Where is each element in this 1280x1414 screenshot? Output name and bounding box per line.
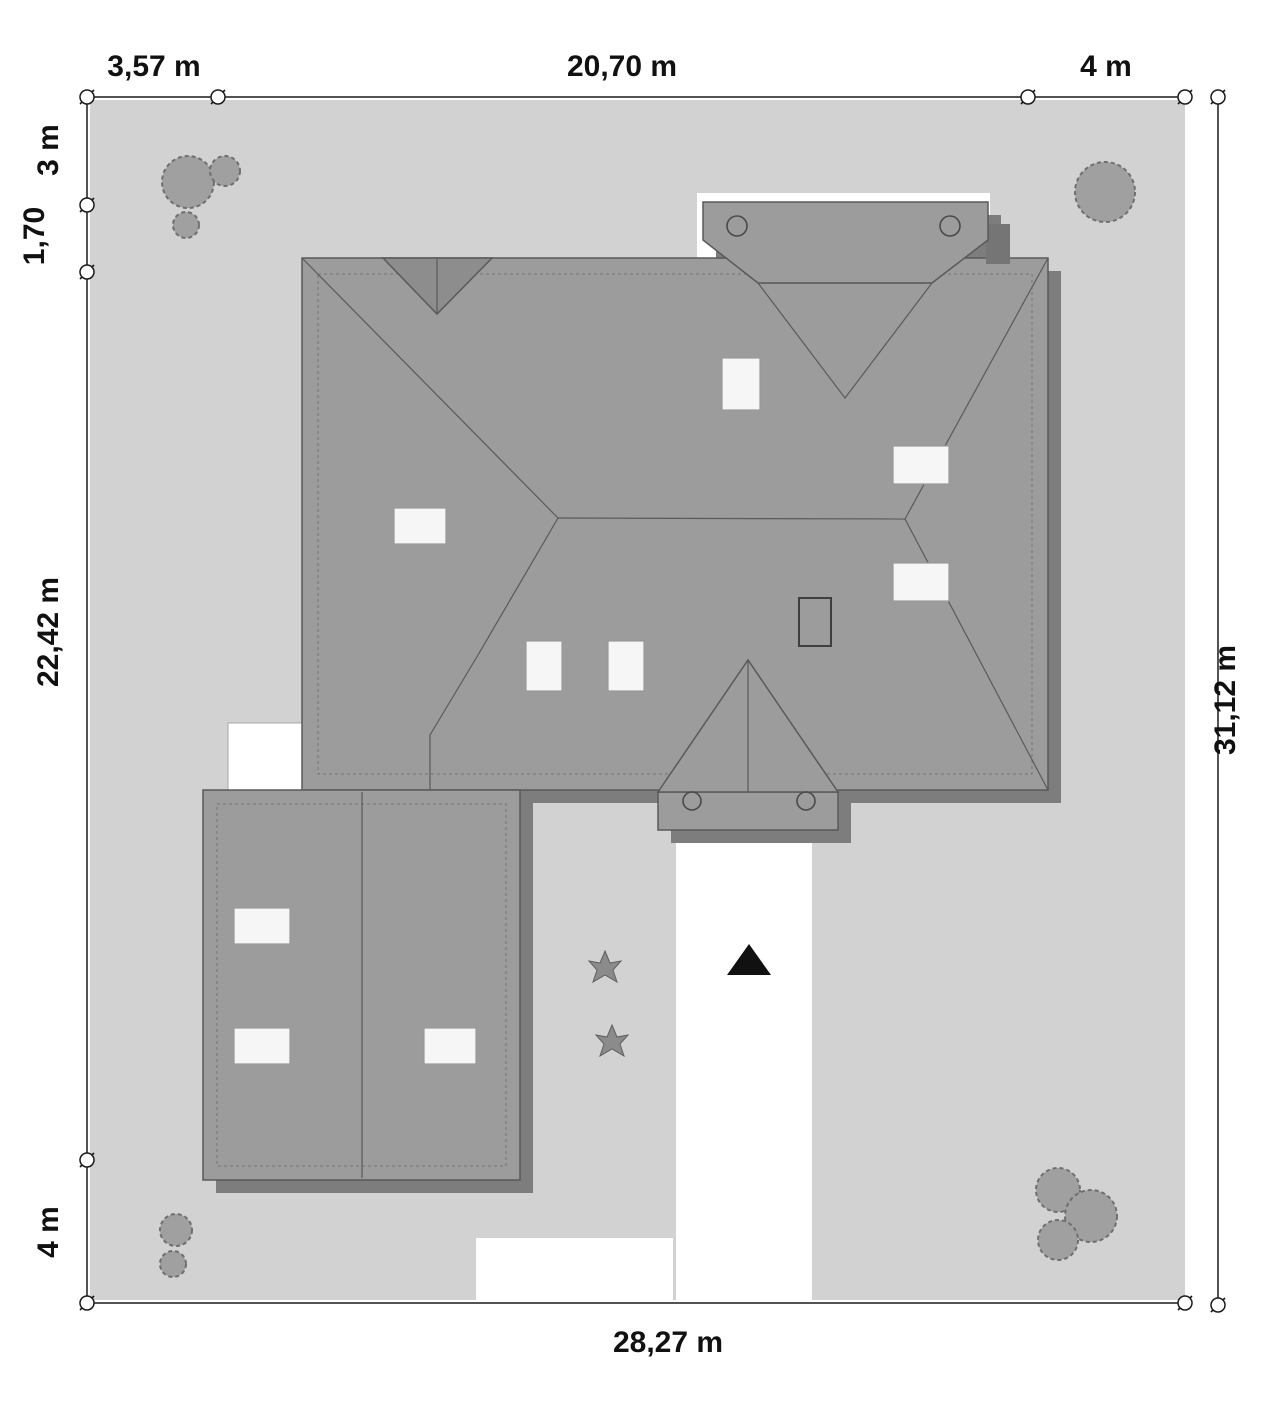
skylight: [233, 1027, 291, 1065]
north-arrow-icon: [727, 944, 771, 975]
porch-column-icon: [796, 791, 816, 811]
skylight: [233, 907, 291, 945]
dim-label-left-main: 22,42 m: [32, 577, 65, 687]
trees: [159, 155, 1136, 1278]
skylight: [892, 562, 950, 602]
chimney: [798, 597, 832, 647]
dim-label-left-upper-small: 1,70: [18, 207, 51, 265]
skylight: [721, 357, 761, 411]
dimension-markers: [79, 89, 1226, 1313]
skylight: [393, 507, 447, 545]
dim-label-left-upper: 3 m: [32, 124, 65, 176]
dimension-marker: [1210, 1297, 1226, 1313]
side-terrace-white: [227, 722, 307, 794]
tree-icon: [172, 211, 200, 239]
garage-roof: [202, 789, 521, 1181]
dim-label-right-main: 31,12 m: [1209, 645, 1242, 755]
dimension-marker: [210, 89, 226, 105]
skylight: [892, 445, 950, 485]
skylight: [525, 640, 563, 692]
dim-label-top-center: 20,70 m: [567, 50, 677, 83]
dim-label-top-left: 3,57 m: [107, 50, 200, 83]
dimension-marker: [79, 264, 95, 280]
tree-icon: [1074, 161, 1136, 223]
dim-label-left-bottom: 4 m: [32, 1206, 65, 1258]
skylights: [233, 357, 950, 1065]
dimension-marker: [1177, 1295, 1193, 1311]
dimension-marker: [1210, 89, 1226, 105]
entry-porch-roof: [656, 658, 840, 831]
dimension-marker: [1020, 89, 1036, 105]
tree-icon: [1035, 1167, 1081, 1213]
tree-icon: [209, 155, 241, 187]
tree-icon: [1064, 1189, 1118, 1243]
dimension-marker: [79, 1295, 95, 1311]
rear-porch-roof: [702, 201, 1010, 284]
porch-column-icon: [682, 791, 702, 811]
tree-icon: [161, 155, 215, 209]
front-terrace-white: [476, 1238, 673, 1300]
tree-icon: [1037, 1219, 1079, 1261]
dormer-gable: [381, 257, 494, 316]
main-roof-eaves: [317, 273, 1033, 775]
shrub-icon: [594, 1023, 630, 1058]
skylight: [423, 1027, 477, 1065]
dimension-marker: [79, 197, 95, 213]
porch-column-icon: [939, 215, 961, 237]
dimension-lines: 3,57 m 20,70 m 4 m 3 m 1,70 22,42 m 4 m …: [18, 50, 1242, 1359]
skylight: [607, 640, 645, 692]
tree-icon: [159, 1250, 187, 1278]
dim-label-bottom-center: 28,27 m: [613, 1326, 723, 1359]
tree-icon: [159, 1213, 193, 1247]
driveway: [676, 822, 812, 1300]
dimension-marker: [1177, 89, 1193, 105]
rear-porch-chimney: [986, 224, 1010, 264]
dim-label-top-right: 4 m: [1080, 50, 1132, 83]
shrub-icon: [587, 949, 623, 984]
porch-column-icon: [726, 215, 748, 237]
dimension-marker: [79, 1152, 95, 1168]
dimension-marker: [79, 89, 95, 105]
